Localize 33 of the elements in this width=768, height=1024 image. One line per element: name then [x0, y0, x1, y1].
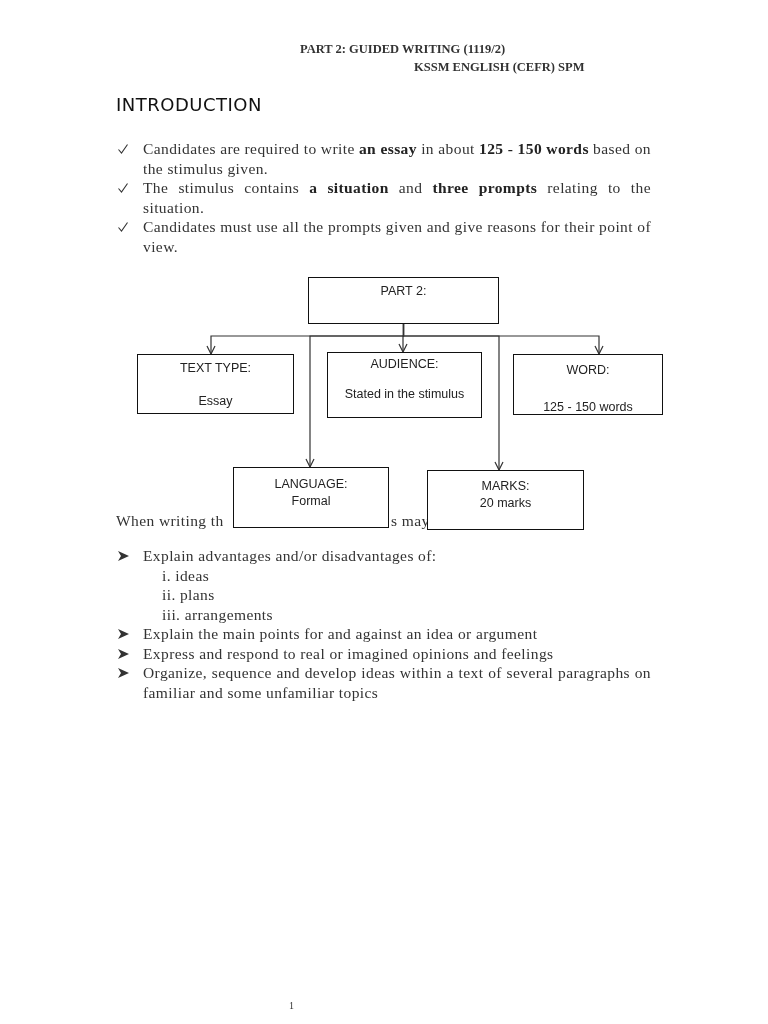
body-text: ii. plans	[162, 585, 215, 605]
box-heading: PART 2:	[380, 284, 427, 299]
label-box	[137, 354, 294, 414]
box-heading: MARKS:	[481, 479, 530, 494]
body-text: When writing th	[116, 511, 224, 531]
body-text: The stimulus contains a situation and three prompts relating to the situation.	[143, 178, 651, 217]
box-value: Formal	[291, 494, 331, 509]
box-heading: LANGUAGE:	[274, 477, 348, 492]
label-box	[427, 470, 584, 530]
body-text: Candidates must use all the prompts given and give reasons for their point of view.	[143, 217, 651, 256]
box-heading: WORD:	[566, 363, 610, 378]
label-box	[327, 352, 482, 418]
box-value: 20 marks	[479, 496, 532, 511]
box-heading: AUDIENCE:	[370, 357, 439, 372]
header-text: PART 2: GUIDED WRITING (1119/2)	[300, 41, 506, 58]
body-text: Candidates are required to write an essay in about 125 - 150 words based on the stimulus given.	[143, 139, 651, 178]
box-heading: TEXT TYPE:	[179, 361, 252, 376]
body-text: iii. arrangements	[162, 605, 273, 625]
header-text: KSSM ENGLISH (CEFR) SPM	[414, 59, 585, 76]
box-value: 125 - 150 words	[543, 400, 633, 415]
body-text: i. ideas	[162, 566, 210, 586]
body-text: Organize, sequence and develop ideas within a text of several paragraphs on familiar and some unfamiliar topics	[143, 663, 651, 702]
label-box	[513, 354, 663, 415]
box-value: Stated in the stimulus	[344, 387, 465, 402]
page-title: INTRODUCTION	[116, 94, 262, 115]
body-text: Explain advantages and/or disadvantages of:	[143, 546, 437, 566]
arrow	[402, 323, 504, 471]
box-value: Essay	[198, 394, 233, 409]
body-text: Express and respond to real or imagined opinions and feelings	[143, 644, 554, 664]
body-text: Explain the main points for and against an idea or argument	[143, 624, 538, 644]
label-box	[308, 277, 499, 324]
label-box	[233, 467, 389, 528]
page-number: 1	[289, 999, 294, 1013]
